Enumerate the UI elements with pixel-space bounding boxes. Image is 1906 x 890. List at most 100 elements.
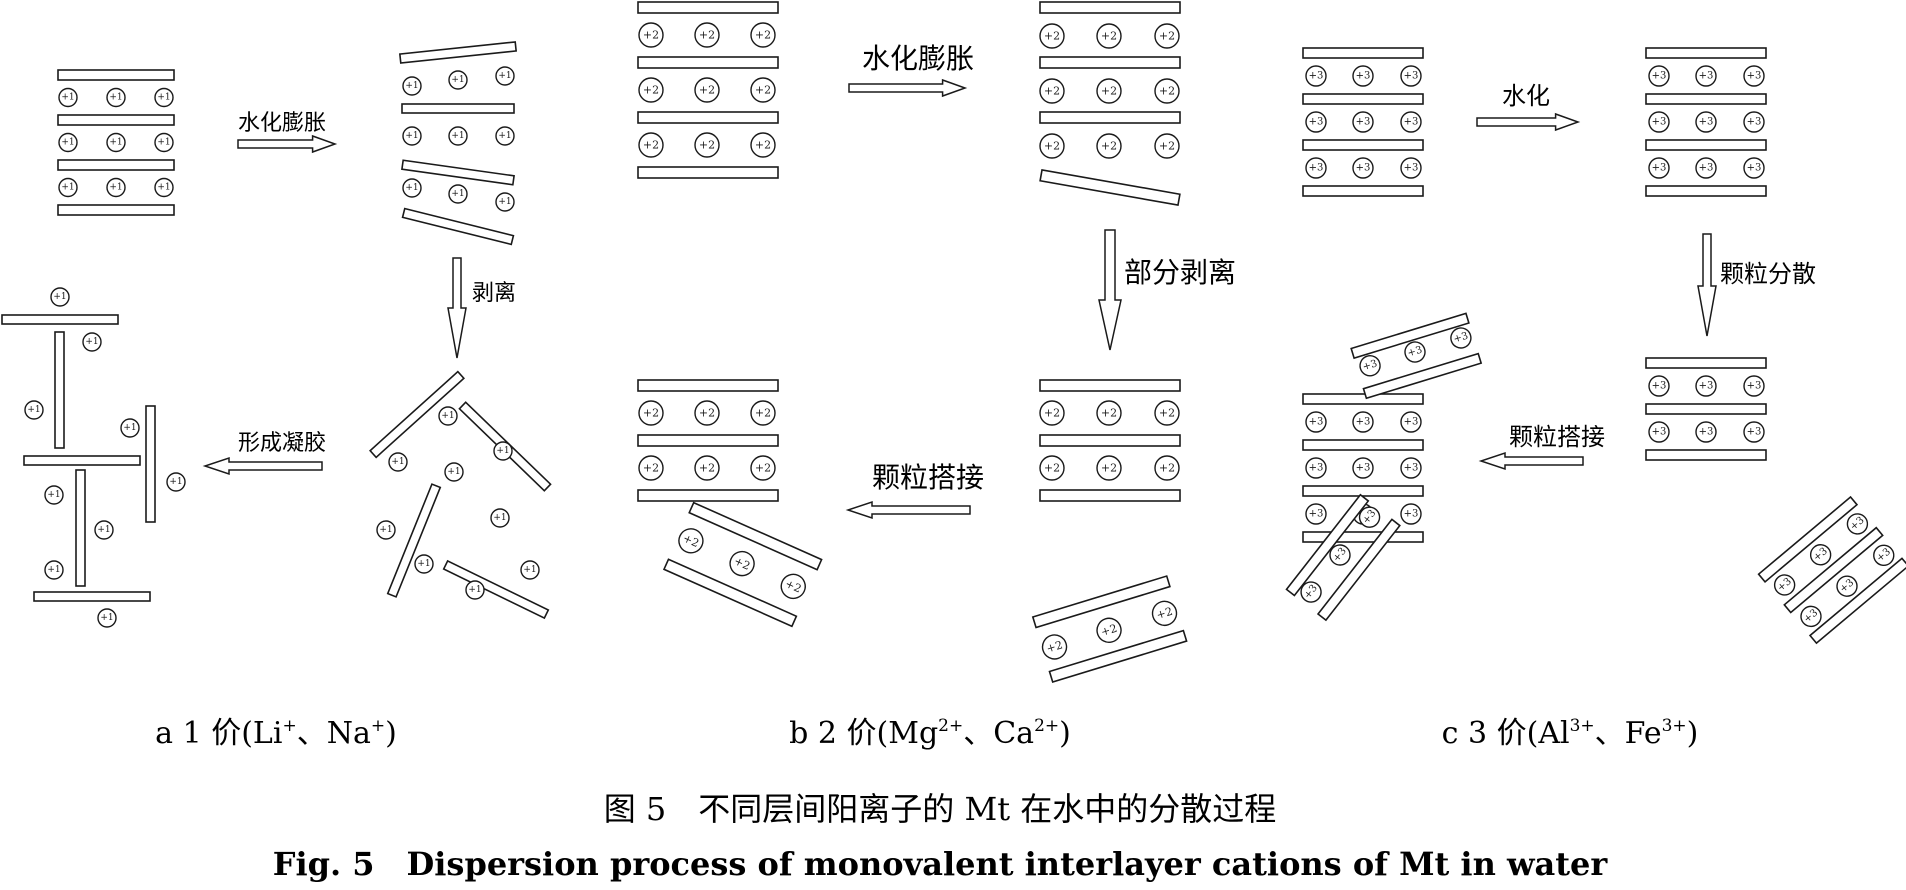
clay-layer — [637, 111, 779, 124]
cation-ring — [1836, 575, 1858, 597]
cation-charge: +3 — [1404, 117, 1419, 128]
cation-charge: +2 — [1101, 30, 1117, 43]
arrow-shape — [237, 134, 338, 154]
a-gel-network: +1+1+1+1+1+1+1+1+1 — [1, 287, 186, 628]
cation-ring — [94, 520, 114, 540]
clay-layer — [1285, 493, 1370, 597]
label-c-hydration: 水化 — [1502, 82, 1550, 110]
cation: +3 — [1400, 157, 1422, 179]
cation-charge: +3 — [1356, 463, 1371, 474]
cation: +3 — [1809, 544, 1832, 566]
cation-ring — [1305, 503, 1327, 525]
caption-english: Fig. 5 Dispersion process of monovalent … — [273, 845, 1609, 883]
cation-ring — [520, 560, 540, 580]
cation: +2 — [750, 455, 776, 481]
cation-charge: +2 — [1044, 407, 1060, 420]
cation-charge: +1 — [417, 559, 430, 569]
cation-ring — [1359, 355, 1381, 377]
clay-layer — [1302, 47, 1424, 59]
cation: +1 — [490, 508, 510, 528]
cation: +3 — [1352, 411, 1374, 433]
cation-ring — [780, 573, 806, 600]
clay-layer — [54, 331, 65, 449]
cation-charge: +1 — [447, 467, 460, 477]
cation: +1 — [495, 192, 515, 212]
cation-charge: +2 — [1159, 30, 1175, 43]
cation-charge: +3 — [1452, 331, 1469, 346]
clay-layer — [1039, 169, 1181, 206]
cation: +1 — [82, 332, 102, 352]
cation: +1 — [97, 608, 117, 628]
clay-layer — [401, 207, 515, 246]
cation-charge: +2 — [643, 462, 659, 475]
arrow-a-swelling — [237, 134, 338, 154]
cation-ring — [97, 608, 117, 628]
cation: +1 — [448, 70, 468, 90]
cation: +2 — [1154, 400, 1180, 426]
arrow-b-bridging — [845, 500, 971, 520]
clay-layer — [1645, 357, 1767, 369]
diagram-shapes: +1+1+1+1+1+1+1+1+1+1+1+1+1+1+1+1+1+1+1+1… — [1, 1, 1906, 684]
clay-layer — [1302, 531, 1424, 543]
cation: +2 — [1151, 600, 1178, 627]
cation-charge: +1 — [451, 189, 464, 199]
cation-ring — [1695, 375, 1717, 397]
panel-c-sup1: 3+ — [1570, 716, 1595, 736]
panel-a-sep: 、 — [297, 716, 327, 751]
cation-charge: +1 — [97, 525, 110, 535]
cation-ring — [1404, 341, 1426, 363]
cation: +3 — [1695, 421, 1717, 443]
cation-ring — [1305, 111, 1327, 133]
cation-ring — [414, 554, 434, 574]
cation: +1 — [402, 178, 422, 198]
c-bottom-pair: +3+3+3 — [1285, 493, 1401, 622]
cation-charge: +3 — [1699, 427, 1714, 438]
cation-ring — [448, 184, 468, 204]
cation-ring — [1041, 634, 1068, 660]
b-partial-stack: +2+2+2+2+2+2 — [1039, 379, 1181, 502]
cation: +3 — [1743, 157, 1765, 179]
cation-charge: +1 — [391, 457, 404, 467]
cation: +3 — [1648, 421, 1670, 443]
cation-charge: +3 — [1747, 427, 1762, 438]
cation-charge: +2 — [1044, 30, 1060, 43]
cation-ring — [1039, 23, 1065, 49]
clay-layer — [1302, 139, 1424, 151]
cation-charge: +1 — [100, 613, 113, 623]
cation: +3 — [1836, 575, 1858, 597]
cation: +1 — [448, 184, 468, 204]
clay-layer — [57, 114, 175, 126]
cation: +3 — [1695, 111, 1717, 133]
cation: +2 — [638, 77, 664, 103]
cation-ring — [493, 441, 513, 461]
b-detached-pair: +2+2+2 — [1031, 575, 1188, 684]
cation-charge: +1 — [405, 183, 418, 193]
cation: +3 — [1400, 457, 1422, 479]
cation-ring — [729, 550, 755, 577]
arrow-shape — [1098, 229, 1122, 351]
clay-layer — [57, 204, 175, 216]
cation: +1 — [44, 485, 64, 505]
arrow-shape — [1476, 112, 1581, 132]
cation-charge: +1 — [53, 292, 66, 302]
cation-charge: +2 — [1159, 140, 1175, 153]
cation-charge: +3 — [1356, 163, 1371, 174]
cation: +3 — [1648, 65, 1670, 87]
cation-charge: +2 — [643, 139, 659, 152]
cation-charge: +2 — [1159, 407, 1175, 420]
cation: +1 — [58, 132, 78, 153]
cation-charge: +3 — [1356, 117, 1371, 128]
cation-charge: +1 — [493, 513, 506, 523]
cation-charge: +2 — [783, 577, 803, 595]
cation-charge: +3 — [1747, 71, 1762, 82]
cation: +3 — [1800, 605, 1822, 628]
cation: +3 — [1648, 375, 1670, 397]
cation: +3 — [1352, 157, 1374, 179]
panel-b-prefix: b 2 价( — [789, 716, 888, 751]
panel-a-sup2: + — [371, 716, 385, 736]
cation-charge: +2 — [755, 29, 771, 42]
label-b-particle-bridging: 颗粒搭接 — [872, 461, 984, 494]
cation: +1 — [388, 452, 408, 472]
cation-ring — [694, 400, 720, 426]
arrow-shape — [202, 456, 323, 476]
